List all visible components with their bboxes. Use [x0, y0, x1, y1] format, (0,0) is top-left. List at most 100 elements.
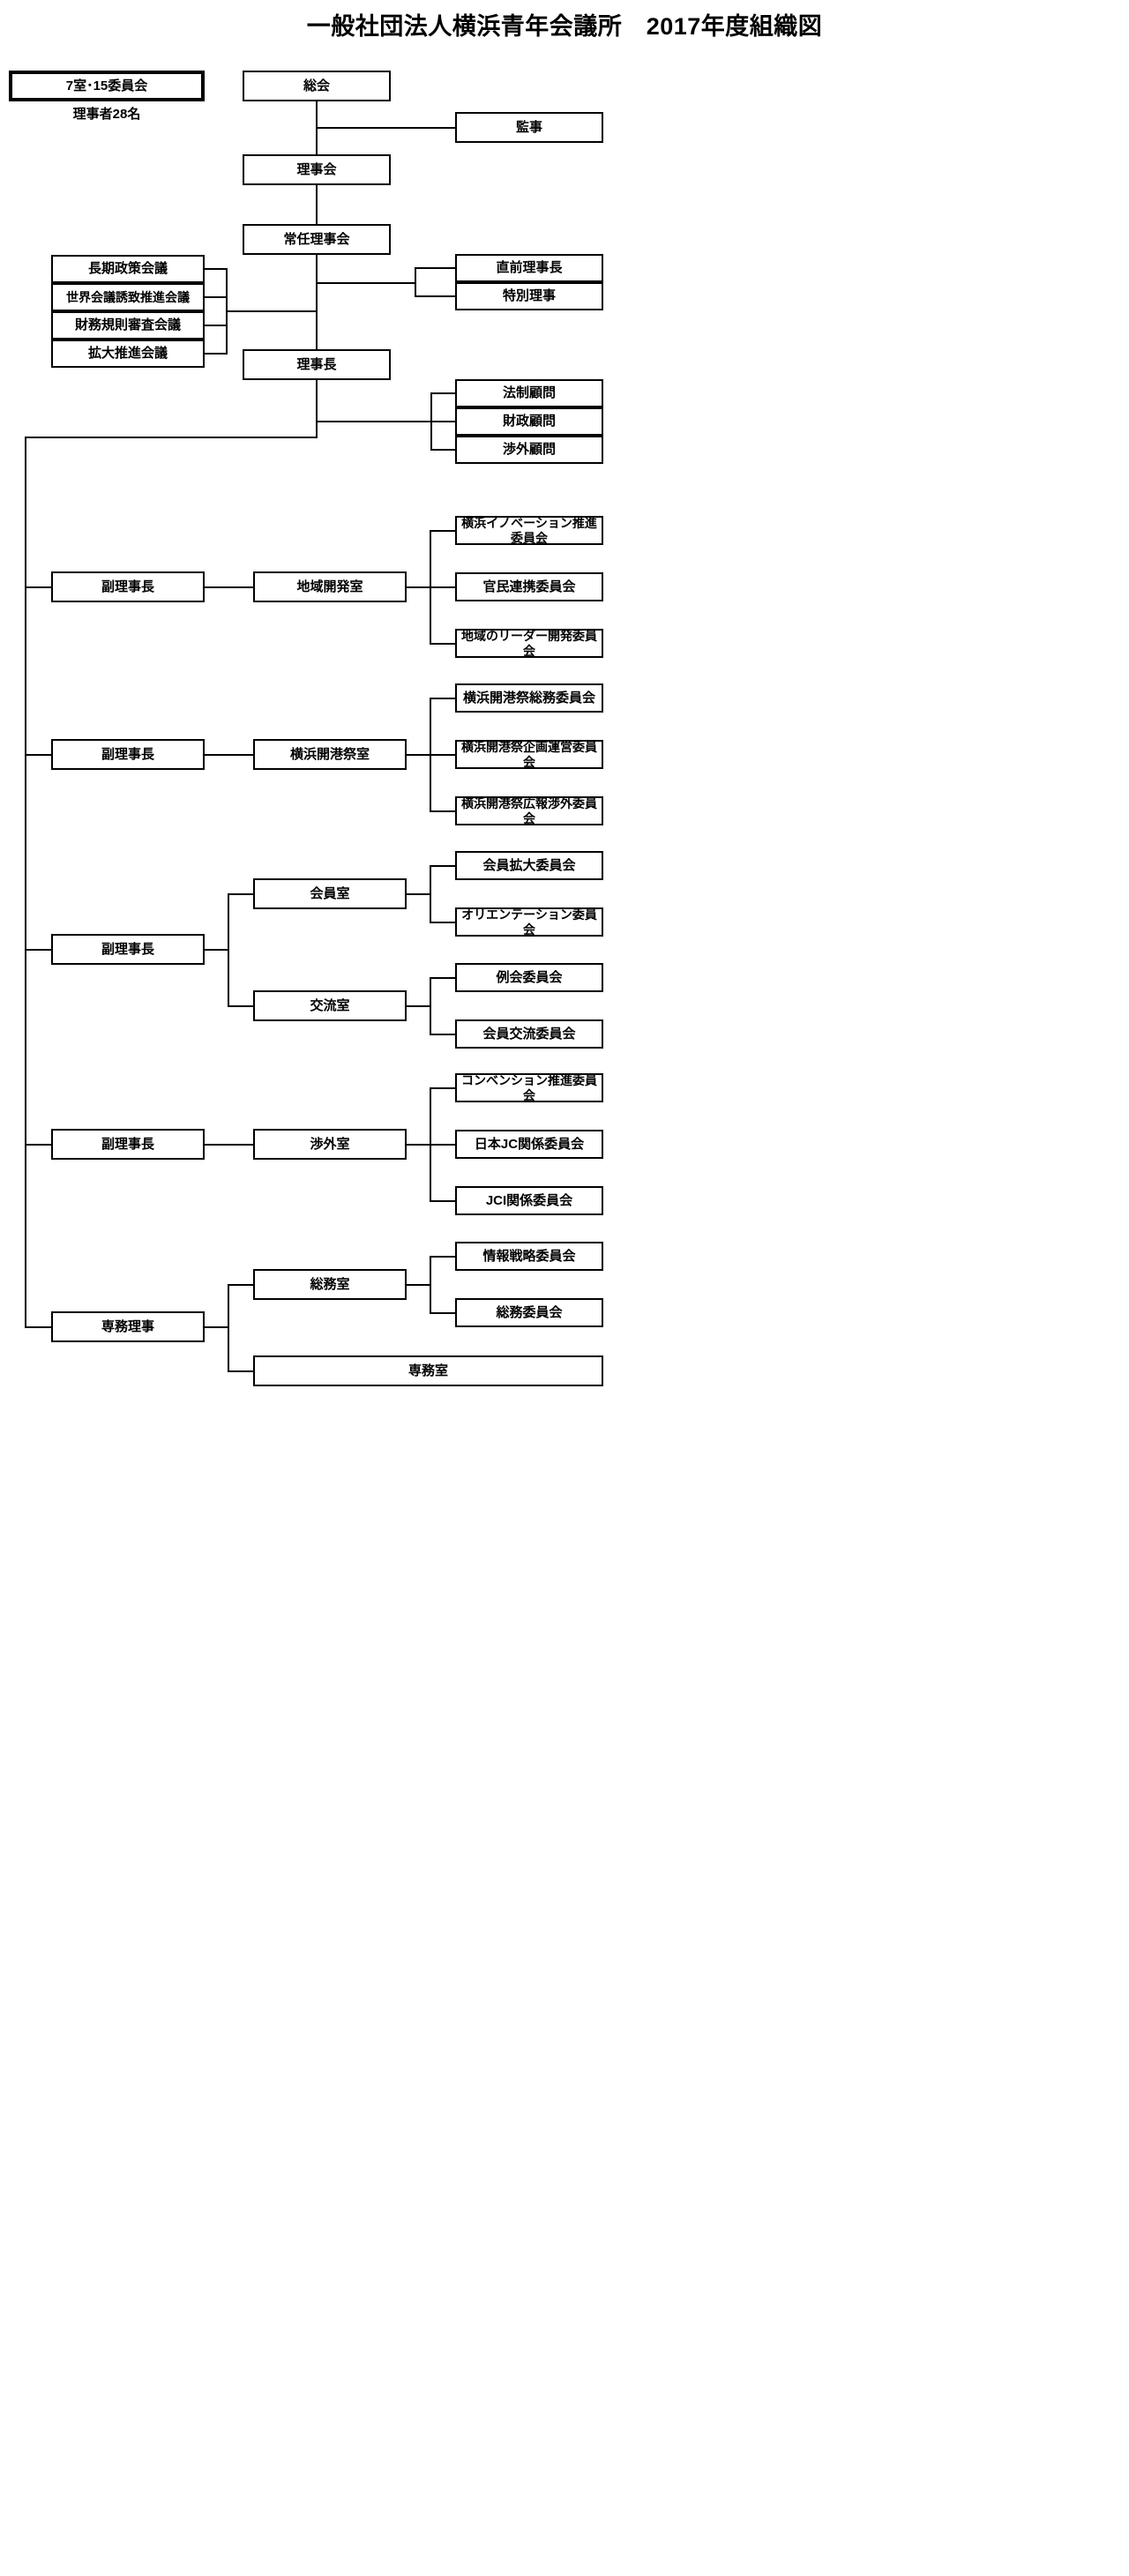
node-committee-2-0-0-label: 会員拡大委員会: [482, 857, 576, 873]
connector-room-3-0-committee-1-stub: [430, 1144, 455, 1146]
node-committee-0-0-2[interactable]: 地域のリーダー開発委員会: [455, 629, 603, 658]
node-committee-4-0-0[interactable]: 情報戦略委員会: [455, 1242, 603, 1271]
node-division-0-officer[interactable]: 副理事長: [51, 571, 205, 602]
connector-room-3-0-committee-0-stub: [430, 1087, 455, 1089]
node-council-3[interactable]: 拡大推進会議: [51, 340, 205, 368]
connector-special-director-1-stub: [415, 295, 457, 297]
node-council-2[interactable]: 財務規則審査会議: [51, 311, 205, 340]
connector-division-2-room-0-stub: [228, 893, 255, 895]
node-board-of-directors[interactable]: 理事会: [243, 154, 391, 185]
summary-rooms-committees-label: 7室･15委員会: [65, 78, 148, 93]
node-committee-1-0-0[interactable]: 横浜開港祭総務委員会: [455, 683, 603, 713]
connector-room-2-0-spine: [430, 865, 431, 922]
connector-board-to-standing: [316, 185, 318, 224]
connector-room-4-0-spine: [430, 1256, 431, 1312]
node-committee-3-0-0[interactable]: コンベンション推進委員会: [455, 1073, 603, 1102]
node-room-3-0-label: 渉外室: [310, 1136, 350, 1152]
node-committee-3-0-2-label: JCI関係委員会: [485, 1192, 573, 1208]
node-division-2-officer[interactable]: 副理事長: [51, 934, 205, 965]
node-council-0[interactable]: 長期政策会議: [51, 255, 205, 283]
connector-room-0-0-out: [407, 586, 431, 588]
node-room-4-1[interactable]: 専務室: [253, 1355, 603, 1386]
node-committee-2-1-1[interactable]: 会員交流委員会: [455, 1019, 603, 1049]
node-advisor-0[interactable]: 法制顧問: [455, 379, 603, 407]
connector-room-0-0-committee-0-stub: [430, 530, 455, 532]
node-room-2-1-label: 交流室: [310, 997, 350, 1013]
connector-division-4-room-1-stub: [228, 1370, 255, 1372]
summary-directors-count-label: 理事者28名: [72, 107, 141, 122]
node-committee-2-1-1-label: 会員交流委員会: [482, 1026, 576, 1042]
connector-room-4-0-out: [407, 1284, 431, 1286]
connector-division-2-stub: [25, 949, 53, 951]
node-division-3-officer[interactable]: 副理事長: [51, 1129, 205, 1160]
node-council-1-label: 世界会議誘致推進会議: [66, 289, 190, 304]
connector-council-to-president: [226, 310, 318, 312]
connector-council-2-stub: [205, 325, 228, 326]
node-advisor-1[interactable]: 財政顧問: [455, 407, 603, 436]
node-committee-4-0-1[interactable]: 総務委員会: [455, 1298, 603, 1327]
node-committee-3-0-2[interactable]: JCI関係委員会: [455, 1186, 603, 1215]
node-general-assembly[interactable]: 総会: [243, 71, 391, 101]
connector-division-4-stub: [25, 1326, 53, 1328]
node-division-2-officer-label: 副理事長: [101, 941, 154, 957]
connector-division-4-room-0-stub: [228, 1284, 255, 1286]
connector-council-3-stub: [205, 353, 228, 355]
node-committee-2-1-0[interactable]: 例会委員会: [455, 963, 603, 992]
node-division-1-officer[interactable]: 副理事長: [51, 739, 205, 770]
connector-room-0-0-committee-1-stub: [430, 586, 455, 588]
connector-division-4-out: [205, 1326, 229, 1328]
node-room-4-1-label: 専務室: [407, 1363, 448, 1378]
connector-division-0-to-room-0: [205, 586, 254, 588]
node-advisor-1-label: 財政顧問: [502, 414, 556, 429]
node-president[interactable]: 理事長: [243, 349, 391, 380]
node-special-director-1[interactable]: 特別理事: [455, 282, 603, 310]
node-council-3-label: 拡大推進会議: [87, 346, 168, 362]
node-advisor-2[interactable]: 渉外顧問: [455, 436, 603, 464]
node-committee-0-0-1[interactable]: 官民連携委員会: [455, 572, 603, 601]
connector-room-2-0-out: [407, 893, 431, 895]
node-committee-2-0-0[interactable]: 会員拡大委員会: [455, 851, 603, 880]
node-committee-1-0-1[interactable]: 横浜開港祭企画運営委員会: [455, 740, 603, 769]
node-committee-1-0-0-label: 横浜開港祭総務委員会: [462, 690, 595, 706]
node-committee-2-1-0-label: 例会委員会: [496, 969, 563, 985]
node-room-3-0[interactable]: 渉外室: [253, 1129, 407, 1160]
node-special-director-0-label: 直前理事長: [496, 260, 563, 276]
connector-room-2-0-committee-0-stub: [430, 865, 455, 867]
node-auditor[interactable]: 監事: [455, 112, 603, 143]
node-council-1[interactable]: 世界会議誘致推進会議: [51, 283, 205, 311]
connector-president-to-special-directors: [316, 282, 416, 284]
node-special-director-0[interactable]: 直前理事長: [455, 254, 603, 282]
connector-division-1-to-room-0: [205, 754, 254, 756]
connector-division-3-to-room-0: [205, 1144, 254, 1146]
summary-rooms-committees-box: 7室･15委員会: [9, 71, 205, 101]
node-standing-board[interactable]: 常任理事会: [243, 224, 391, 255]
connector-council-0-stub: [205, 268, 228, 270]
node-council-2-label: 財務規則審査会議: [74, 317, 181, 333]
node-committee-4-0-0-label: 情報戦略委員会: [482, 1248, 576, 1264]
node-committee-3-0-1[interactable]: 日本JC関係委員会: [455, 1130, 603, 1159]
connector-president-drop: [316, 380, 318, 438]
node-standing-board-label: 常任理事会: [283, 231, 350, 247]
node-room-2-1[interactable]: 交流室: [253, 990, 407, 1021]
connector-room-2-1-committee-0-stub: [430, 977, 455, 979]
connector-president-to-division-spine: [25, 437, 318, 438]
node-room-0-0[interactable]: 地域開発室: [253, 571, 407, 602]
node-committee-1-0-2[interactable]: 横浜開港祭広報渉外委員会: [455, 796, 603, 825]
node-committee-1-0-2-label: 横浜開港祭広報渉外委員会: [461, 796, 597, 825]
node-committee-0-0-2-label: 地域のリーダー開発委員会: [461, 629, 597, 658]
node-division-4-officer[interactable]: 専務理事: [51, 1311, 205, 1342]
connector-room-2-1-out: [407, 1005, 431, 1007]
connector-division-2-out: [205, 949, 229, 951]
node-room-0-0-label: 地域開発室: [296, 579, 363, 594]
node-room-2-0[interactable]: 会員室: [253, 878, 407, 909]
node-committee-0-0-0[interactable]: 横浜イノベーション推進委員会: [455, 516, 603, 545]
node-room-1-0[interactable]: 横浜開港祭室: [253, 739, 407, 770]
node-room-4-0[interactable]: 総務室: [253, 1269, 407, 1300]
node-board-of-directors-label: 理事会: [296, 161, 337, 177]
connector-division-0-stub: [25, 586, 53, 588]
connector-special-director-0-stub: [415, 267, 457, 269]
node-committee-2-0-1[interactable]: オリエンテーション委員会: [455, 907, 603, 937]
connector-division-spine: [25, 437, 26, 1326]
node-advisor-2-label: 渉外顧問: [502, 442, 556, 458]
